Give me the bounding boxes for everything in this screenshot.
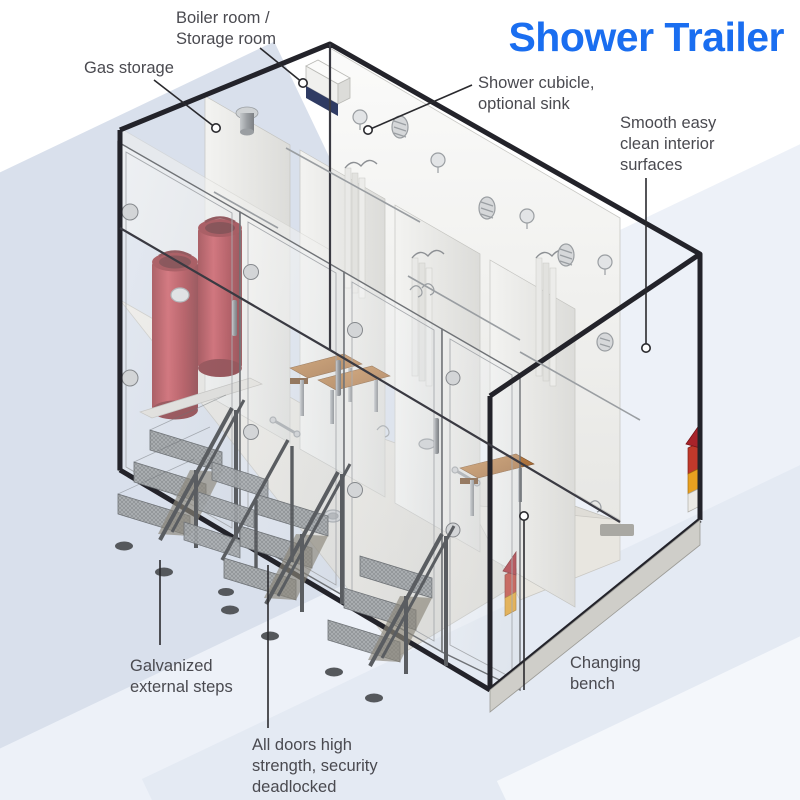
step-foot <box>365 693 383 703</box>
vent-icon <box>557 243 575 267</box>
step-foot <box>218 588 234 596</box>
vent-icon <box>478 196 496 220</box>
callout-label-smooth-easy-clean-interior-surfaces: Smooth easy clean interior surfaces <box>620 114 717 175</box>
vent-icon <box>391 115 409 139</box>
callout-label-all-doors-high-strength-security-deadlocked: All doors high strength, security deadlo… <box>252 736 378 797</box>
trailer-frame-inner-edges <box>119 44 621 523</box>
external-step-unit <box>325 525 456 703</box>
vent-icon <box>596 332 614 352</box>
callout-label-galvanized-external-steps: Galvanized external steps <box>130 657 233 697</box>
interior-rails <box>213 147 641 421</box>
callout-label-boiler-storage-room: Boiler room / Storage room <box>176 9 276 49</box>
step-foot <box>115 541 133 551</box>
door-lock-handle <box>434 418 439 454</box>
tail-light-cluster-right <box>685 422 701 513</box>
step-foot <box>261 631 279 641</box>
trailer-chassis <box>489 519 701 713</box>
step-foot <box>221 605 239 615</box>
door-lock-handle <box>336 360 341 396</box>
trailer-body <box>115 41 703 713</box>
shower-head-icon <box>352 109 368 130</box>
callout-label-changing-bench: Changing bench <box>570 654 641 694</box>
shower-head-icon <box>597 254 613 275</box>
step-foot <box>155 567 173 577</box>
door-lock-handle <box>232 300 237 336</box>
trailer-door <box>441 327 521 692</box>
callout-label-shower-cubicle-optional-sink: Shower cubicle, optional sink <box>478 74 595 114</box>
hook-icon <box>409 285 423 298</box>
external-step-unit <box>183 439 294 596</box>
external-steps-group <box>115 394 456 703</box>
page-title: Shower Trailer <box>508 14 784 60</box>
boiler-flue <box>235 106 259 136</box>
hook-icon <box>421 283 435 296</box>
callout-label-gas-storage: Gas storage <box>84 59 174 77</box>
interior-poles <box>313 372 489 528</box>
step-foot <box>325 667 343 677</box>
external-step-unit <box>221 463 352 641</box>
shower-head-icon <box>430 152 446 173</box>
shower-head-icon <box>519 208 535 229</box>
